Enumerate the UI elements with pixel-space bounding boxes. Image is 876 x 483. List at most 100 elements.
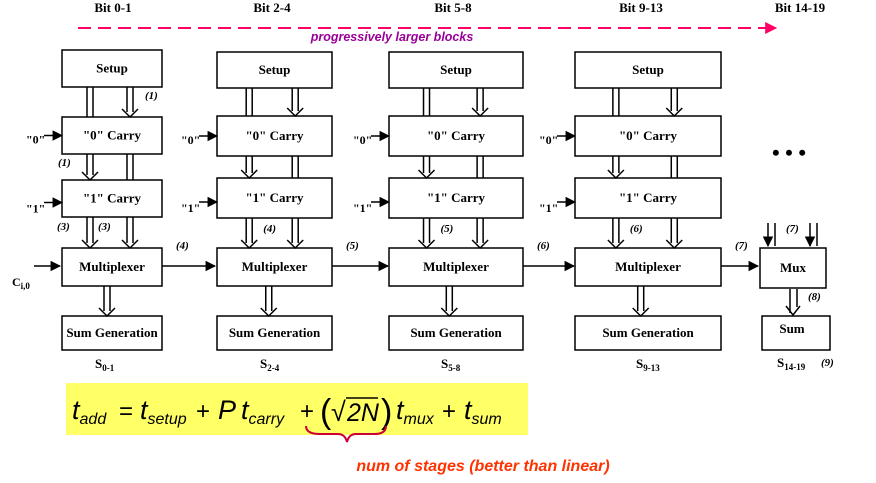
svg-text:+: + <box>196 398 210 425</box>
sum-output-3: S9-13 <box>636 356 660 373</box>
carry1-to-mux-left <box>417 218 436 250</box>
carry1-label: "1" Carry <box>245 190 304 205</box>
setup-to-carry0-left <box>86 87 94 117</box>
svg-text:(: ( <box>320 393 332 431</box>
arrow-caption: progressively larger blocks <box>310 30 474 44</box>
label-9: (9) <box>821 357 834 369</box>
svg-text:tsum: tsum <box>464 395 502 428</box>
carry1-to-mux-left <box>81 217 99 250</box>
input-1-label: "1" <box>181 201 200 215</box>
svg-text:=: = <box>119 398 133 425</box>
sum-label: Sum Generation <box>229 325 321 340</box>
setup-to-carry0-left <box>612 88 620 116</box>
mux-box <box>574 247 722 287</box>
mux-label: Multiplexer <box>242 259 308 274</box>
label-carry1: (6) <box>630 223 643 235</box>
last-mux-output <box>789 289 798 313</box>
svg-text:tadd: tadd <box>72 395 107 428</box>
label-setup: (1) <box>145 90 158 102</box>
label-carry1-a: (3) <box>57 221 70 233</box>
last-mux-arrowhead <box>785 305 801 317</box>
carry0-to-carry1-right <box>476 156 484 178</box>
carry1-box <box>216 177 333 219</box>
sum-box <box>388 315 524 351</box>
carry1-to-mux-left <box>240 218 258 250</box>
svg-text:√: √ <box>331 397 346 427</box>
setup-to-carry0-right <box>665 88 683 118</box>
label-carry1: (4) <box>263 223 276 235</box>
input-0-label: "0" <box>26 133 45 147</box>
carry1-label: "1" Carry <box>619 190 678 205</box>
input-0-label: "0" <box>181 133 200 147</box>
carry1-label: "1" Carry <box>83 191 142 206</box>
mux-label: Multiplexer <box>423 259 489 274</box>
carry0-label: "0" Carry <box>427 128 486 143</box>
label-8: (8) <box>808 291 821 303</box>
setup-box <box>388 51 524 89</box>
carry0-to-carry1-left <box>81 154 99 182</box>
carry0-label: "0" Carry <box>245 128 304 143</box>
last-sum-output: S14-19 <box>777 355 806 372</box>
bit-label-9-13: Bit 9-13 <box>619 0 663 15</box>
setup-box <box>216 51 333 89</box>
carry1-to-mux-right <box>121 217 139 250</box>
svg-text:+: + <box>442 398 456 425</box>
carry0-box <box>574 115 722 157</box>
bit-label-5-8: Bit 5-8 <box>434 0 472 15</box>
setup-label: Setup <box>96 61 128 76</box>
mux-to-sum <box>260 286 278 318</box>
setup-to-carry0-right <box>471 88 489 118</box>
label-mux-out: (5) <box>346 240 359 252</box>
ellipsis: • • • <box>772 140 806 165</box>
label-mux-out: (4) <box>176 240 189 252</box>
input-0-label: "0" <box>539 133 558 147</box>
setup-label: Setup <box>632 62 664 77</box>
label-carry1-b: (3) <box>98 221 111 233</box>
carry1-to-mux-right <box>286 218 304 250</box>
svg-text:): ) <box>381 393 392 431</box>
svg-text:P: P <box>218 395 236 425</box>
formula: tadd = tsetup + P tcarry + ( √ 2N ) tmux… <box>72 393 502 431</box>
sum-box <box>574 315 722 351</box>
carry1-to-mux-right <box>471 218 489 250</box>
carry-in-label: Ci,0 <box>12 275 30 291</box>
carry0-to-carry1-right <box>670 156 679 178</box>
carry0-to-carry1-left <box>607 156 625 180</box>
setup-to-carry0-left <box>245 88 253 116</box>
carry0-to-carry1-left <box>240 156 258 180</box>
mux-to-sum <box>632 286 650 318</box>
carry1-to-mux-left <box>607 218 625 250</box>
carry0-to-carry1-left <box>417 156 436 180</box>
svg-text:2N: 2N <box>346 399 380 427</box>
formula-background <box>66 383 528 435</box>
carry0-box <box>388 115 524 157</box>
label-mux-out: (7) <box>735 240 748 252</box>
carry1-box <box>388 177 524 219</box>
last-mux-box <box>759 247 827 289</box>
sum-box <box>216 315 333 351</box>
setup-box <box>574 51 722 89</box>
sum-output-0: S0-1 <box>95 356 115 373</box>
label-carry0: (1) <box>58 157 71 169</box>
label-7b: (7) <box>786 223 799 235</box>
setup-to-carry0-right <box>286 88 304 118</box>
input-1-label: "1" <box>539 201 558 215</box>
sum-box <box>61 315 163 351</box>
mux-box <box>216 247 333 287</box>
mux-to-sum <box>440 286 458 318</box>
mux-label: Multiplexer <box>615 259 681 274</box>
carry0-box <box>61 116 163 155</box>
mux-to-sum <box>98 286 116 318</box>
carry0-box <box>216 115 333 157</box>
sum-output-2: S5-8 <box>441 356 461 373</box>
setup-label: Setup <box>259 62 291 77</box>
sum-label: Sum Generation <box>602 325 694 340</box>
last-mux-label: Mux <box>780 260 807 275</box>
input-1-label: "1" <box>26 202 45 216</box>
svg-text:+: + <box>300 398 314 425</box>
label-mux-out: (6) <box>537 240 550 252</box>
sum-output-1: S2-4 <box>260 356 280 373</box>
